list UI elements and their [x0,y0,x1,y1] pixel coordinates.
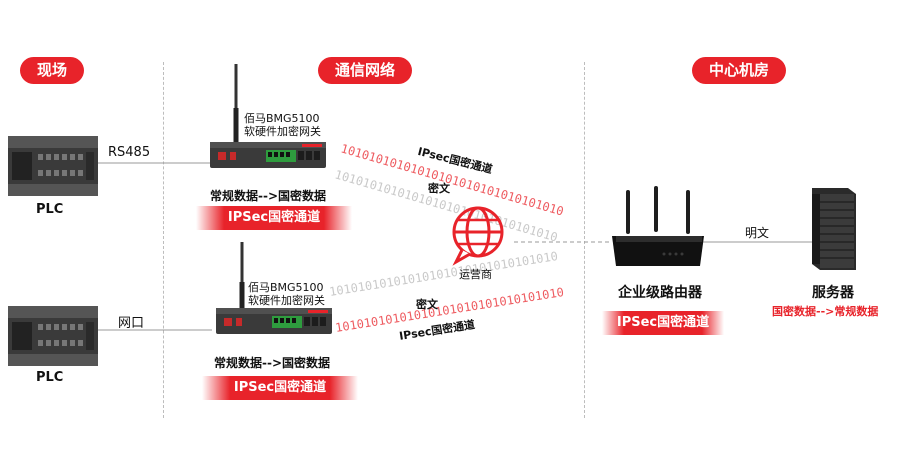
gateway-top-model: 佰马BMG5100 软硬件加密网关 [244,112,321,138]
server-device [812,188,856,270]
router-device [612,186,704,266]
ethernet-label: 网口 [118,316,145,331]
divider-network-center [584,62,585,418]
gateway-bottom-model-line2: 软硬件加密网关 [248,294,325,307]
section-site-pill: 现场 [20,57,84,84]
gateway-bottom-model-line1: 佰马BMG5100 [248,281,324,294]
gateway-bottom-device [216,242,332,334]
gateway-bottom-channel-band: IPSec国密通道 [202,376,358,400]
plc-bottom-label: PLC [36,370,64,385]
gateway-bottom-model: 佰马BMG5100 软硬件加密网关 [248,281,325,307]
tunnel-bottom-cipher: 密文 [416,298,438,311]
plc-top-device [8,136,98,196]
plc-bottom-device [8,306,98,366]
rs485-label: RS485 [108,145,151,160]
gateway-top-channel-band: IPSec国密通道 [196,206,352,230]
server-conversion: 国密数据-->常规数据 [772,305,879,318]
gateway-top-device [210,64,326,168]
tunnel-top-cipher: 密文 [428,182,450,195]
router-channel-band: IPSec国密通道 [602,311,724,335]
server-label: 服务器 [812,285,854,301]
router-label: 企业级路由器 [618,285,702,301]
carrier-label: 运营商 [459,268,492,281]
gateway-top-model-line1: 佰马BMG5100 [244,112,320,125]
section-center-pill: 中心机房 [692,57,786,84]
carrier-globe-icon [452,206,504,266]
gateway-top-model-line2: 软硬件加密网关 [244,125,321,138]
section-network-pill: 通信网络 [318,57,412,84]
plain-text-label: 明文 [745,226,770,240]
divider-site-network [163,62,164,418]
gateway-top-conversion: 常规数据-->国密数据 [210,189,327,203]
plc-top-label: PLC [36,202,64,217]
gateway-bottom-conversion: 常规数据-->国密数据 [214,356,331,370]
